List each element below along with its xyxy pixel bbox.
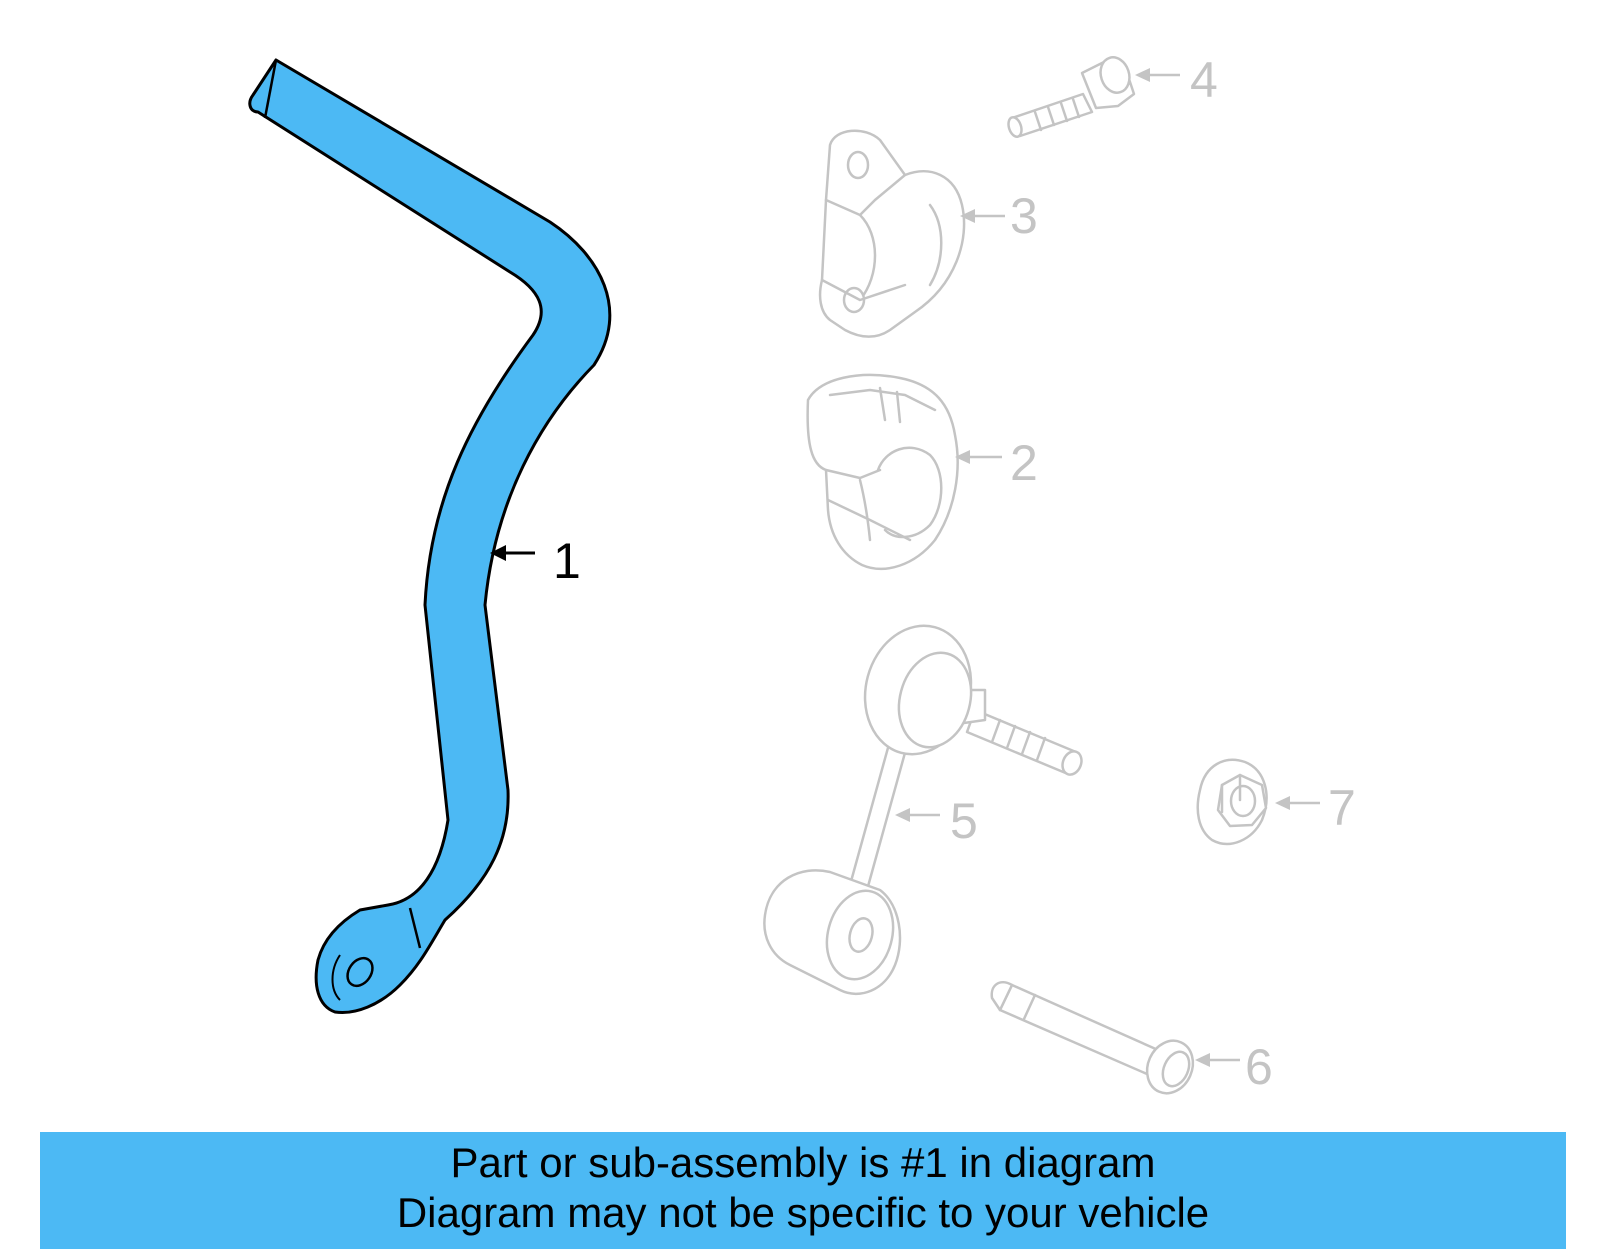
callout-arrow-1 xyxy=(490,545,535,561)
banner-line-2: Diagram may not be specific to your vehi… xyxy=(396,1189,1210,1236)
callout-arrow-7 xyxy=(1275,796,1320,810)
callout-number-6[interactable]: 6 xyxy=(1245,1039,1273,1095)
callout-number-2[interactable]: 2 xyxy=(1010,435,1038,491)
callout-number-4[interactable]: 4 xyxy=(1190,52,1218,108)
part-7-nut[interactable] xyxy=(1196,758,1268,846)
callout-number-5[interactable]: 5 xyxy=(950,793,978,849)
callout-arrow-4 xyxy=(1135,68,1180,82)
callout-arrow-2 xyxy=(955,450,1002,464)
callout-arrow-5 xyxy=(895,808,940,822)
part-6-bolt[interactable] xyxy=(990,981,1201,1100)
callout-arrow-3 xyxy=(960,209,1005,223)
part-4-bolt[interactable] xyxy=(1006,54,1136,139)
info-banner: Part or sub-assembly is #1 in diagram Di… xyxy=(40,1132,1566,1249)
callout-number-1[interactable]: 1 xyxy=(553,533,581,589)
part-2-bushing[interactable] xyxy=(806,373,959,570)
part-3-bracket[interactable] xyxy=(818,129,966,338)
banner-line-1: Part or sub-assembly is #1 in diagram xyxy=(450,1139,1156,1186)
callout-arrow-6 xyxy=(1195,1053,1240,1067)
callout-number-7[interactable]: 7 xyxy=(1328,780,1356,836)
callout-number-3[interactable]: 3 xyxy=(1010,188,1038,244)
part-5-stabilizer-link[interactable] xyxy=(763,614,1084,996)
part-1-stabilizer-bar[interactable] xyxy=(248,58,612,1015)
